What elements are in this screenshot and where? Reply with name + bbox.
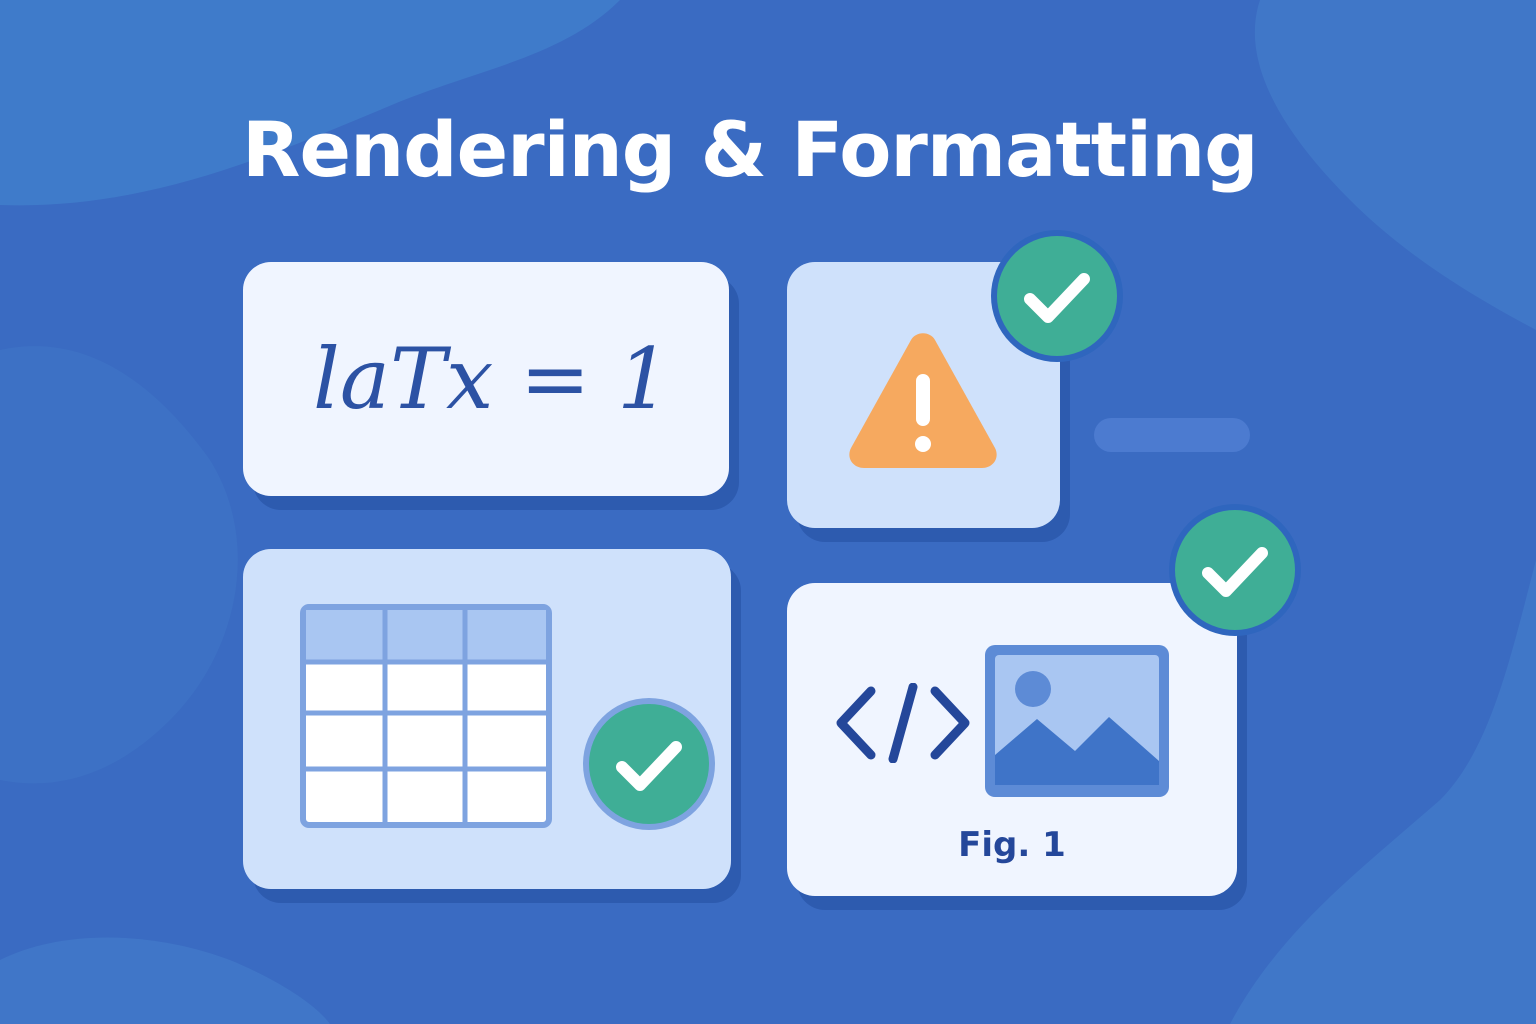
code-brackets-icon bbox=[836, 683, 970, 763]
warning-triangle-icon bbox=[849, 333, 997, 468]
latex-card[interactable]: laTx = 1 bbox=[243, 262, 729, 496]
table-card[interactable] bbox=[243, 549, 731, 889]
check-badge-icon bbox=[1169, 504, 1301, 636]
connector-bar bbox=[1094, 418, 1250, 452]
latex-equation: laTx = 1 bbox=[313, 330, 671, 428]
page-title: Rendering & Formatting bbox=[242, 105, 1259, 194]
check-badge-icon bbox=[583, 698, 715, 830]
image-placeholder-icon bbox=[985, 645, 1169, 797]
table-grid-icon bbox=[300, 604, 552, 828]
warning-card[interactable] bbox=[787, 262, 1060, 528]
check-badge-icon bbox=[991, 230, 1123, 362]
figure-card[interactable]: Fig. 1 bbox=[787, 583, 1237, 896]
figure-caption: Fig. 1 bbox=[958, 825, 1066, 865]
